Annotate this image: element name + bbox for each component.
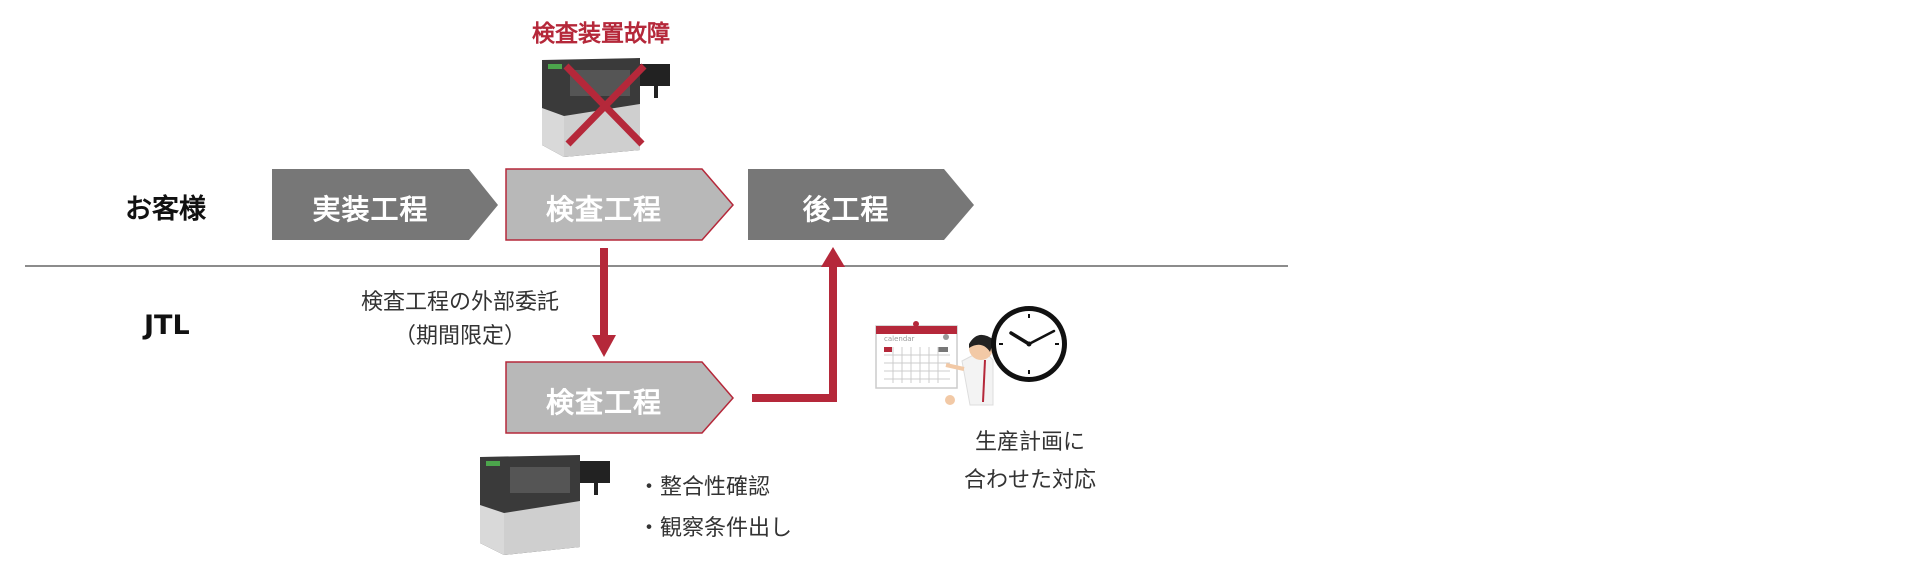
step-chevron-mounting: [272, 169, 498, 240]
outsourcing-note-line2: （期間限定）: [393, 324, 526, 349]
fault-label: 検査装置故障: [532, 21, 670, 47]
lane-label-customer: お客様: [125, 194, 206, 225]
clock-icon: [991, 306, 1067, 382]
return-arrow: [752, 247, 845, 402]
person-icon: [945, 334, 994, 406]
outsourcing-note-line1: 検査工程の外部委託: [360, 290, 559, 315]
planning-note-line1: 生産計画に: [974, 430, 1085, 455]
check-item-observation-conditions: ・観察条件出し: [638, 516, 793, 541]
lane-label-jtl: JTL: [144, 310, 190, 341]
step-label-mounting: 実装工程: [312, 193, 429, 226]
inspection-machine-crossed-icon: [542, 58, 670, 157]
step-chevron-inspection-jtl: [505, 361, 734, 434]
step-chevron-post-process: [748, 169, 974, 240]
step-label-inspection-jtl: 検査工程: [545, 386, 662, 419]
step-label-post-process: 後工程: [802, 193, 890, 226]
outsource-arrow: [592, 248, 616, 357]
step-label-inspection-customer: 検査工程: [545, 193, 662, 226]
inspection-machine-icon: [480, 455, 610, 555]
step-chevron-inspection-customer: [505, 168, 734, 241]
calendar-icon: calendar: [875, 321, 958, 389]
planning-note-line2: 合わせた対応: [963, 468, 1096, 493]
calendar-label: calendar: [884, 335, 915, 343]
check-item-consistency: ・整合性確認: [638, 475, 771, 500]
